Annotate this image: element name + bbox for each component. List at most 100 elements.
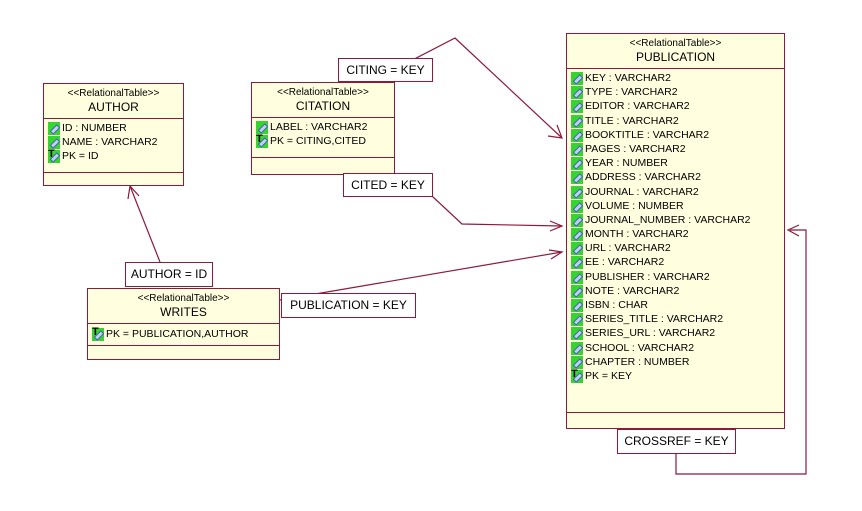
column-label: PUBLISHER : VARCHAR2 bbox=[585, 270, 710, 283]
column-row[interactable]: ID : NUMBER bbox=[48, 121, 158, 135]
operations-section bbox=[567, 412, 784, 413]
columns-section: ID : NUMBER NAME : VARCHAR2PK = ID bbox=[44, 118, 183, 173]
column-label: KEY : VARCHAR2 bbox=[585, 72, 671, 84]
column-row[interactable]: JOURNAL_NUMBER : VARCHAR2 bbox=[571, 213, 751, 227]
column-label: LABEL : VARCHAR2 bbox=[270, 121, 368, 133]
table-stereotype: <<RelationalTable>> bbox=[629, 38, 722, 49]
primary-key-row[interactable]: PK = CITING,CITED bbox=[256, 132, 367, 149]
column-icon bbox=[571, 100, 583, 114]
column-label: TITLE : VARCHAR2 bbox=[585, 114, 679, 127]
column-row[interactable]: NAME : VARCHAR2 bbox=[48, 135, 158, 150]
author-table[interactable]: <<RelationalTable>> AUTHOR ID : NUMBER NA… bbox=[43, 83, 184, 186]
column-row[interactable]: NOTE : VARCHAR2 bbox=[571, 284, 751, 298]
column-icon bbox=[571, 114, 583, 128]
columns-section: PK = PUBLICATION,AUTHOR bbox=[88, 323, 279, 346]
column-row[interactable]: URL : VARCHAR2 bbox=[571, 241, 751, 256]
column-icon bbox=[571, 171, 583, 185]
operations-section bbox=[252, 157, 394, 158]
operations-section bbox=[44, 172, 183, 173]
publication-key-label[interactable]: PUBLICATION = KEY bbox=[281, 293, 416, 318]
primary-key-row[interactable]: PK = ID bbox=[48, 147, 158, 164]
column-label: SERIES_TITLE : VARCHAR2 bbox=[585, 313, 724, 326]
primary-key-icon bbox=[256, 132, 268, 149]
column-icon bbox=[571, 72, 583, 85]
column-row[interactable]: CHAPTER : NUMBER bbox=[571, 355, 751, 369]
column-label: PAGES : VARCHAR2 bbox=[585, 142, 686, 155]
citation-table[interactable]: <<RelationalTable>> CITATION LABEL : VAR… bbox=[251, 82, 395, 175]
citing-label[interactable]: CITING = KEY bbox=[338, 58, 433, 82]
table-title: CITATION bbox=[295, 99, 351, 113]
publication-key-connector bbox=[279, 251, 563, 301]
column-label: EE : VARCHAR2 bbox=[585, 256, 665, 269]
column-icon bbox=[571, 157, 583, 171]
column-label: ISBN : CHAR bbox=[585, 299, 649, 311]
column-label: TYPE : VARCHAR2 bbox=[585, 86, 678, 99]
writes-table[interactable]: <<RelationalTable>> WRITES PK = PUBLICAT… bbox=[87, 288, 280, 360]
column-row[interactable]: ISBN : CHAR bbox=[571, 298, 751, 312]
column-row[interactable]: BOOKTITLE : VARCHAR2 bbox=[571, 128, 751, 142]
primary-key-icon bbox=[92, 325, 104, 341]
column-row[interactable]: YEAR : NUMBER bbox=[571, 156, 751, 171]
column-row[interactable]: JOURNAL : VARCHAR2 bbox=[571, 185, 751, 199]
citing-connector bbox=[369, 37, 563, 139]
table-stereotype: <<RelationalTable>> bbox=[137, 293, 230, 304]
primary-key-row[interactable]: PK = KEY bbox=[571, 367, 751, 383]
column-label: PK = KEY bbox=[585, 369, 632, 382]
column-label: ADDRESS : VARCHAR2 bbox=[585, 171, 701, 184]
column-icon bbox=[571, 270, 583, 284]
publication-key-arrowhead bbox=[548, 249, 564, 260]
cited-arrowhead bbox=[549, 220, 564, 232]
column-label: VOLUME : NUMBER bbox=[585, 199, 684, 212]
column-icon bbox=[571, 313, 583, 327]
column-label: PK = CITING,CITED bbox=[270, 135, 366, 148]
table-stereotype: <<RelationalTable>> bbox=[277, 87, 369, 98]
column-label: JOURNAL : VARCHAR2 bbox=[585, 185, 699, 198]
column-row[interactable]: KEY : VARCHAR2 bbox=[571, 71, 751, 85]
column-label: URL : VARCHAR2 bbox=[585, 242, 671, 255]
column-label: JOURNAL_NUMBER : VARCHAR2 bbox=[585, 213, 751, 226]
column-icon bbox=[571, 185, 583, 199]
column-icon bbox=[571, 128, 583, 142]
column-icon bbox=[571, 86, 583, 100]
column-label: PK = PUBLICATION,AUTHOR bbox=[106, 328, 249, 340]
table-title: WRITES bbox=[160, 305, 207, 319]
crossref-label[interactable]: CROSSREF = KEY bbox=[617, 429, 736, 454]
column-row[interactable]: SCHOOL : VARCHAR2 bbox=[571, 341, 751, 355]
column-label: ID : NUMBER bbox=[62, 122, 127, 134]
column-label: YEAR : NUMBER bbox=[585, 157, 668, 170]
column-label: MONTH : VARCHAR2 bbox=[585, 228, 689, 241]
column-row[interactable]: EE : VARCHAR2 bbox=[571, 255, 751, 270]
column-icon bbox=[571, 199, 583, 213]
operations-section bbox=[88, 345, 279, 346]
column-row[interactable]: SERIES_URL : VARCHAR2 bbox=[571, 326, 751, 341]
publication-table[interactable]: <<RelationalTable>> PUBLICATION KEY : VA… bbox=[566, 33, 785, 429]
column-row[interactable]: PUBLISHER : VARCHAR2 bbox=[571, 270, 751, 284]
primary-key-icon bbox=[571, 367, 583, 383]
column-row[interactable]: MONTH : VARCHAR2 bbox=[571, 227, 751, 242]
column-label: CHAPTER : NUMBER bbox=[585, 355, 690, 368]
column-row[interactable]: TITLE : VARCHAR2 bbox=[571, 114, 751, 128]
column-label: PK = ID bbox=[62, 150, 99, 163]
column-row[interactable]: VOLUME : NUMBER bbox=[571, 199, 751, 213]
column-icon bbox=[48, 136, 60, 150]
table-title: AUTHOR bbox=[88, 100, 139, 114]
author-id-label[interactable]: AUTHOR = ID bbox=[125, 262, 213, 287]
columns-section: LABEL : VARCHAR2 PK = CITING,CITED bbox=[252, 117, 394, 158]
column-row[interactable]: LABEL : VARCHAR2 bbox=[256, 120, 367, 134]
column-icon bbox=[571, 213, 583, 227]
column-icon bbox=[571, 284, 583, 298]
table-title: PUBLICATION bbox=[635, 50, 716, 64]
column-label: NAME : VARCHAR2 bbox=[62, 136, 158, 149]
cited-label[interactable]: CITED = KEY bbox=[343, 173, 433, 197]
column-icon bbox=[571, 242, 583, 256]
column-row[interactable]: PAGES : VARCHAR2 bbox=[571, 142, 751, 156]
column-icon bbox=[48, 122, 60, 135]
table-stereotype: <<RelationalTable>> bbox=[67, 88, 160, 99]
author-id-connector bbox=[129, 185, 161, 263]
column-row[interactable]: EDITOR : VARCHAR2 bbox=[571, 99, 751, 114]
primary-key-row[interactable]: PK = PUBLICATION,AUTHOR bbox=[92, 325, 249, 341]
column-row[interactable]: SERIES_TITLE : VARCHAR2 bbox=[571, 312, 751, 327]
column-row[interactable]: ADDRESS : VARCHAR2 bbox=[571, 170, 751, 185]
column-row[interactable]: TYPE : VARCHAR2 bbox=[571, 85, 751, 100]
